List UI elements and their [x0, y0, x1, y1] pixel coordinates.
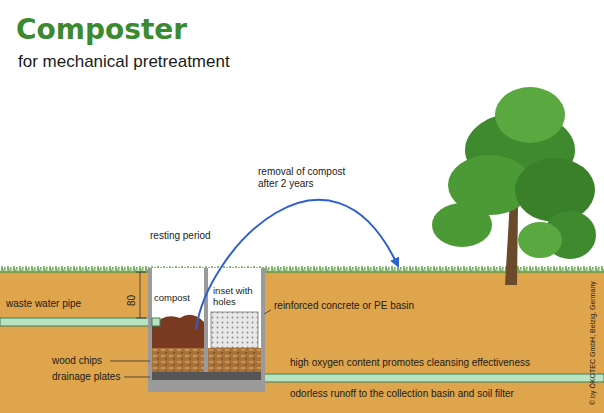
basin-wall [148, 268, 265, 392]
foliage [515, 158, 595, 222]
waste-water-pipe [0, 318, 160, 326]
note-label: odorless runoff to the collection basin … [290, 388, 514, 400]
dimension-line [140, 272, 141, 318]
part-label: compost [154, 293, 190, 304]
dimension-tick [136, 272, 146, 273]
title: Composter [16, 14, 187, 46]
ground [0, 272, 604, 413]
leaders [110, 310, 271, 377]
subtitle: for mechanical pretreatment [18, 52, 230, 72]
leader-line [124, 377, 150, 378]
part-label: inset with holes [213, 286, 259, 308]
copyright: © by ÖKOTEC GmbH, Belzig, Germany [589, 281, 597, 405]
runoff-pipe [262, 374, 604, 382]
dimension-tick [136, 318, 146, 319]
leader-line [264, 310, 271, 314]
wood-chips [152, 348, 204, 372]
note-label: resting period [150, 230, 211, 242]
compost-heap [152, 315, 204, 348]
dimension [136, 272, 146, 318]
part-label: drainage plates [52, 371, 120, 383]
part-label: reinforced concrete or PE basin [274, 300, 414, 312]
note-label: high oxygen content promotes cleansing e… [290, 357, 530, 369]
arrow-label: removal of compost after 2 years [258, 166, 358, 189]
leader-line [110, 361, 150, 362]
foliage [518, 222, 562, 258]
wood-chips [208, 348, 261, 372]
part-label: waste water pipe [6, 298, 81, 310]
foliage [495, 87, 565, 143]
dimension-number: 80 [126, 295, 138, 306]
drainage-plates [152, 372, 261, 380]
inset [211, 312, 258, 348]
divider-wall [204, 268, 208, 348]
tree [432, 87, 596, 285]
chamber [208, 268, 261, 380]
pipe-inlet [152, 318, 160, 326]
part-label: wood chips [52, 355, 102, 367]
foliage [432, 203, 492, 247]
basin [148, 268, 265, 392]
